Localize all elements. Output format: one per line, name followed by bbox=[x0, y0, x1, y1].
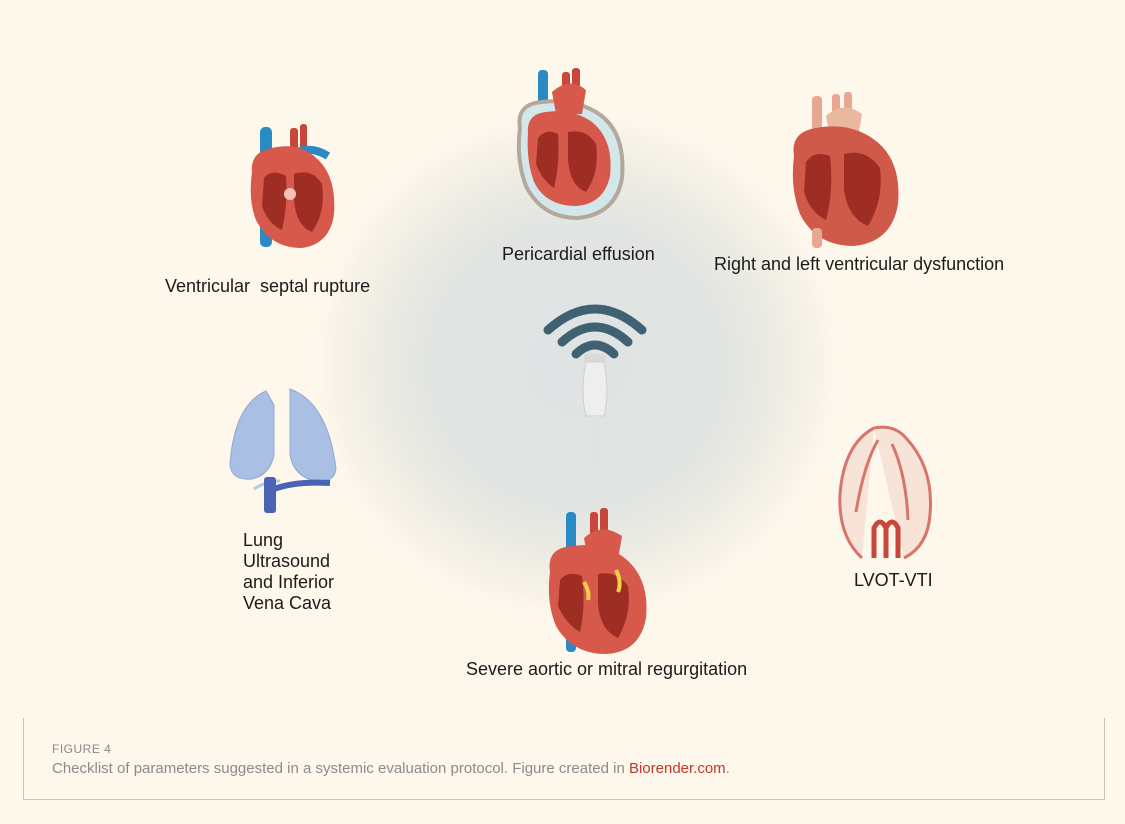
heart-icon bbox=[250, 124, 335, 248]
lungs-icon bbox=[229, 388, 337, 513]
figure-number: FIGURE 4 bbox=[52, 742, 112, 756]
label-valve-regurgitation: Severe aortic or mitral regurgitation bbox=[466, 659, 748, 679]
pericardial-heart-icon bbox=[516, 68, 625, 221]
label-lung-ivc: Lung Ultrasound and Inferior Vena Cava bbox=[243, 530, 335, 613]
label-lvot-vti: LVOT-VTI bbox=[854, 570, 933, 590]
heart-icon bbox=[548, 508, 647, 654]
biorender-link[interactable]: Biorender.com bbox=[628, 760, 726, 777]
label-ventricular-septal-rupture: Ventricular septal rupture bbox=[165, 276, 371, 296]
label-ventricular-dysfunction: Right and left ventricular dysfunction bbox=[714, 254, 1005, 274]
figure-caption: Checklist of parameters suggested in a s… bbox=[52, 760, 730, 777]
caption-end: . bbox=[725, 760, 730, 777]
lvot-outline-icon bbox=[838, 425, 932, 560]
ultrasound-probe-icon bbox=[543, 304, 647, 468]
heart-icon bbox=[792, 92, 899, 248]
caption-body: Checklist of parameters suggested in a s… bbox=[52, 760, 629, 777]
label-pericardial-effusion: Pericardial effusion bbox=[502, 244, 655, 264]
